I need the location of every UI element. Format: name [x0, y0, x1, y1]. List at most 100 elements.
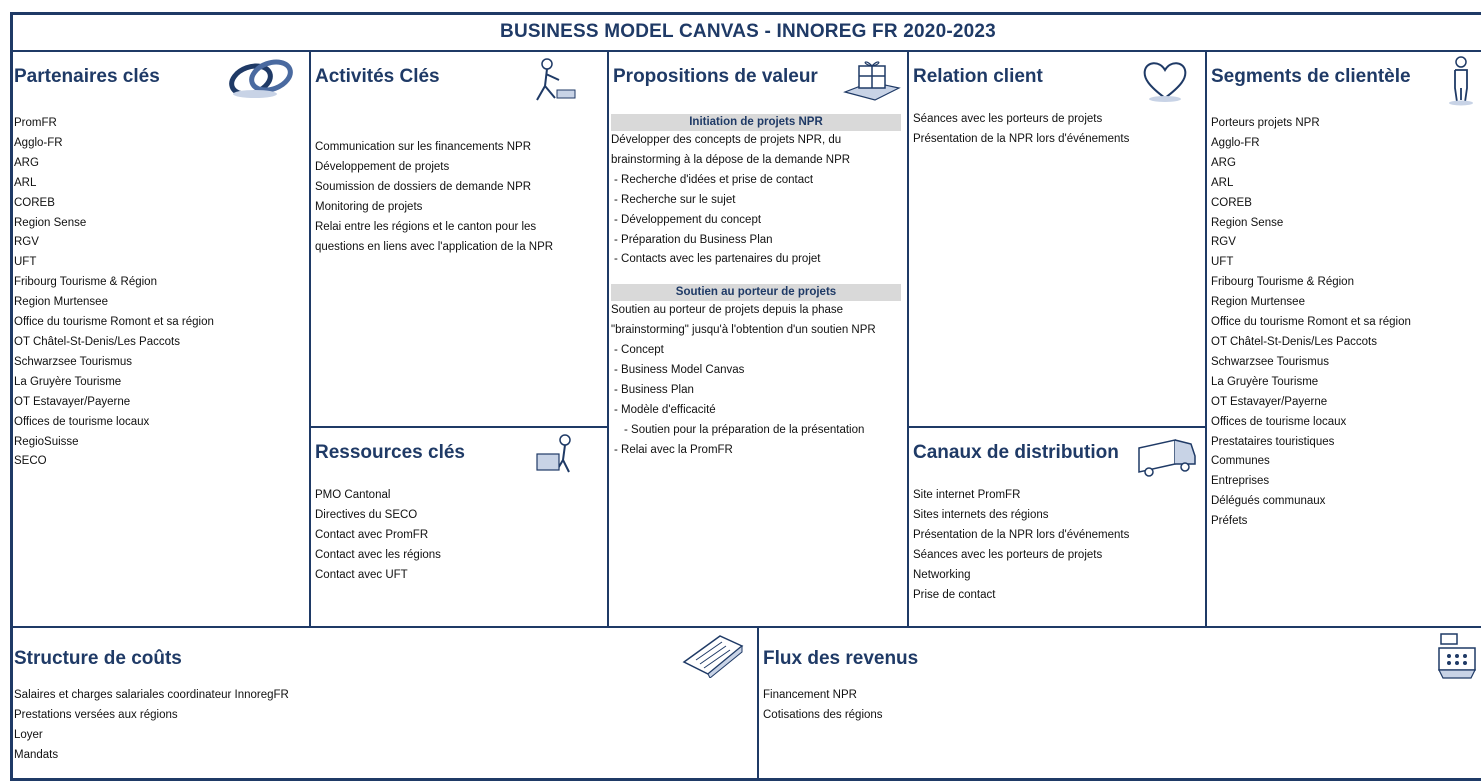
- divider: [1205, 50, 1207, 628]
- list-item: Préfets: [1211, 515, 1248, 528]
- list-item: Loyer: [14, 728, 43, 741]
- truck-icon: [1138, 439, 1196, 477]
- list-item: Prise de contact: [913, 588, 996, 601]
- heart-icon: [1143, 62, 1187, 102]
- cost-structure-list: Salaires et charges salariales coordinat…: [14, 686, 289, 766]
- key-resources-list: PMO Cantonal Directives du SECO Contact …: [315, 486, 441, 586]
- list-item: ARG: [14, 156, 39, 169]
- value-section-support-title: Soutien au porteur de projets: [611, 284, 901, 302]
- list-item: Region Murtensee: [1211, 296, 1305, 309]
- divider: [309, 50, 311, 628]
- list-item: Office du tourisme Romont et sa région: [14, 316, 214, 329]
- person-icon: [1449, 56, 1473, 106]
- list-item: Porteurs projets NPR: [1211, 117, 1320, 129]
- list-item: OT Estavayer/Payerne: [14, 395, 131, 408]
- customer-relationship-section: Relation client Séances avec les porteur…: [909, 52, 1205, 426]
- list-item: - Business Model Canvas: [614, 364, 745, 377]
- chain-link-icon: [229, 59, 293, 98]
- list-item: Agglo-FR: [1211, 136, 1260, 149]
- key-partners-list: PromFR Agglo-FR ARG ARL COREB Region Sen…: [14, 114, 214, 472]
- key-resources-section: Ressources clés PMO Cantonal Directives …: [311, 428, 607, 626]
- list-item: Contact avec UFT: [315, 568, 408, 581]
- value-section-support-desc-1: Soutien au porteur de projets depuis la …: [611, 304, 844, 317]
- value-section-initiation-desc-1: Développer des concepts de projets NPR, …: [611, 134, 842, 146]
- key-activities-heading: Activités Clés: [315, 66, 440, 87]
- customer-relationship-heading: Relation client: [913, 66, 1043, 87]
- list-item: Communes: [1211, 455, 1270, 468]
- value-propositions-section: Propositions de valeur Initiation de pro…: [609, 52, 907, 626]
- divider: [907, 50, 909, 628]
- list-item: Contact avec les régions: [315, 548, 441, 561]
- list-item: La Gruyère Tourisme: [1211, 375, 1319, 388]
- list-item: Schwarzsee Tourismus: [1211, 355, 1330, 368]
- list-item: Directives du SECO: [315, 508, 418, 521]
- divider: [309, 426, 609, 428]
- divider: [907, 426, 1207, 428]
- list-item: Relai entre les régions et le canton pou…: [315, 220, 537, 233]
- list-item: Region Sense: [14, 216, 87, 229]
- worker-box-icon: [536, 434, 571, 473]
- list-item: Prestataires touristiques: [1211, 435, 1335, 448]
- list-item: Region Murtensee: [14, 296, 108, 309]
- list-item: - Business Plan: [614, 383, 694, 396]
- canvas-frame: [10, 12, 1481, 781]
- list-item: Communication sur les financements NPR: [315, 141, 532, 153]
- list-item: Séances avec les porteurs de projets: [913, 113, 1103, 125]
- list-item: UFT: [14, 256, 37, 269]
- list-item: Offices de tourisme locaux: [14, 415, 150, 428]
- channels-list: Site internet PromFR Sites internets des…: [913, 486, 1129, 605]
- list-item: OT Châtel-St-Denis/Les Paccots: [14, 335, 180, 348]
- list-item: Contact avec PromFR: [315, 528, 429, 541]
- list-item: Networking: [913, 568, 971, 581]
- list-item: Cotisations des régions: [763, 708, 883, 721]
- list-item: PromFR: [14, 117, 57, 129]
- list-item: - Relai avec la PromFR: [614, 443, 733, 456]
- revenue-streams-section: Flux des revenus Financement NPR Cotisat…: [759, 628, 1481, 781]
- divider: [10, 626, 1481, 628]
- list-item: - Modèle d'efficacité: [614, 403, 716, 416]
- list-item: Monitoring de projets: [315, 200, 423, 213]
- key-partners-section: Partenaires clés PromFR Agglo-FR ARG ARL…: [10, 52, 309, 626]
- list-item: - Recherche d'idées et prise de contact: [614, 173, 814, 186]
- list-item: Financement NPR: [763, 689, 857, 701]
- list-item: Développement de projets: [315, 160, 450, 173]
- key-activities-list: Communication sur les financements NPR D…: [315, 138, 553, 257]
- customer-segments-section: Segments de clientèle Porteurs projets N…: [1207, 52, 1481, 626]
- list-item: Region Sense: [1211, 216, 1284, 229]
- list-item: - Concept: [614, 344, 664, 357]
- divider: [607, 50, 609, 628]
- value-section-initiation-desc-2: brainstorming à la dépose de la demande …: [611, 153, 851, 166]
- list-item: Présentation de la NPR lors d'événements: [913, 132, 1130, 145]
- list-item: COREB: [1211, 196, 1252, 209]
- list-item: Office du tourisme Romont et sa région: [1211, 316, 1411, 329]
- key-partners-heading: Partenaires clés: [14, 66, 160, 87]
- list-item: Mandats: [14, 748, 59, 761]
- list-item: Salaires et charges salariales coordinat…: [14, 689, 289, 701]
- list-item: ARL: [14, 176, 37, 189]
- divider: [757, 626, 759, 781]
- value-section-initiation-title: Initiation de projets NPR: [611, 114, 901, 131]
- list-item: Présentation de la NPR lors d'événements: [913, 528, 1130, 541]
- key-activities-section: Activités Clés Communication sur les fin…: [311, 52, 607, 426]
- list-item: Site internet PromFR: [913, 489, 1021, 501]
- list-item: Fribourg Tourisme & Région: [14, 276, 157, 289]
- cost-structure-section: Structure de coûts Salaires et charges s…: [10, 628, 757, 781]
- customer-relationship-list: Séances avec les porteurs de projets Pré…: [913, 110, 1129, 150]
- list-item: ARG: [1211, 156, 1236, 169]
- list-item: - Préparation du Business Plan: [614, 233, 773, 246]
- list-item: COREB: [14, 196, 55, 209]
- list-item: La Gruyère Tourisme: [14, 375, 122, 388]
- list-item: RGV: [1211, 236, 1236, 249]
- value-section-support-desc-2: "brainstorming" jusqu'à l'obtention d'un…: [611, 324, 876, 337]
- cash-register-icon: [1438, 633, 1476, 679]
- list-item: ARL: [1211, 176, 1234, 189]
- list-item: - Développement du concept: [614, 213, 762, 226]
- list-item: - Soutien pour la préparation de la prés…: [624, 423, 865, 436]
- list-item: Schwarzsee Tourismus: [14, 355, 133, 368]
- customer-segments-heading: Segments de clientèle: [1211, 66, 1411, 87]
- page-title: BUSINESS MODEL CANVAS - INNOREG FR 2020-…: [500, 21, 996, 42]
- customer-segments-list: Porteurs projets NPR Agglo-FR ARG ARL CO…: [1211, 114, 1411, 532]
- list-item: PMO Cantonal: [315, 489, 391, 501]
- list-item: - Contacts avec les partenaires du proje…: [614, 253, 821, 266]
- document-icon: [682, 635, 744, 678]
